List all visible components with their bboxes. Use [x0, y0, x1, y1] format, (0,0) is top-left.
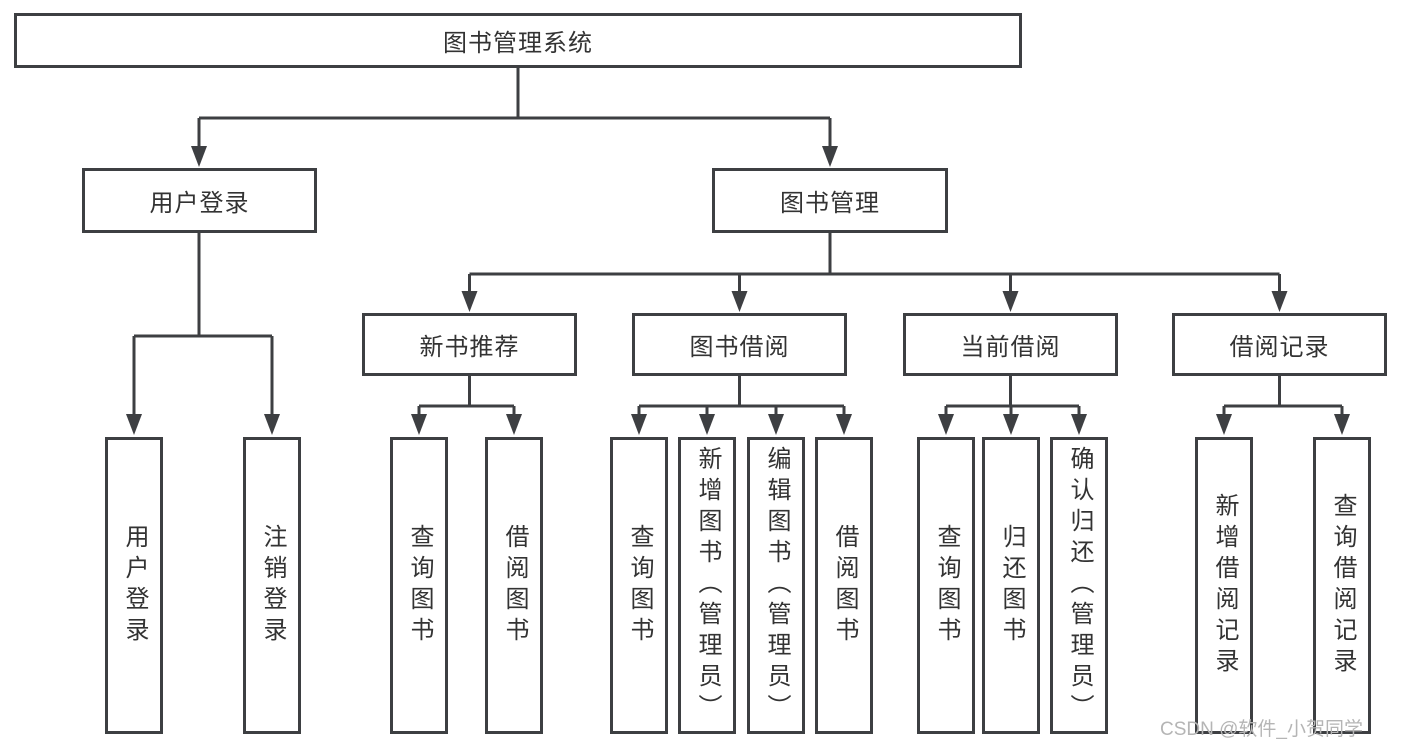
wire-records-to-leaves [1222, 376, 1344, 418]
leaf-user-login: 用户登录 [105, 437, 163, 734]
node-book-borrow: 图书借阅 [632, 313, 847, 376]
connector-lines [132, 68, 1344, 418]
leaf-current-confirm-label: 确认归还（管理员） [1066, 446, 1093, 725]
arrowhead [938, 414, 954, 435]
arrowhead [461, 291, 478, 312]
leaf-current-query-label: 查询图书 [933, 523, 960, 648]
node-borrow-records: 借阅记录 [1172, 313, 1387, 376]
leaf-borrow-query-label: 查询图书 [626, 523, 653, 648]
node-book-mgmt: 图书管理 [712, 168, 948, 233]
leaf-newbooks-borrow: 借阅图书 [485, 437, 543, 734]
arrowhead [768, 414, 784, 435]
leaf-user-login-label: 用户登录 [121, 523, 148, 648]
leaf-records-add: 新增借阅记录 [1195, 437, 1253, 734]
node-user-login: 用户登录 [82, 168, 317, 233]
leaf-current-return-label: 归还图书 [998, 523, 1025, 648]
wire-newbooks-to-leaves [417, 376, 516, 418]
leaf-borrow-edit: 编辑图书（管理员） [747, 437, 805, 734]
arrowhead [126, 414, 142, 435]
leaf-borrow-borrow: 借阅图书 [815, 437, 873, 734]
arrowhead [1334, 414, 1350, 435]
node-root-label: 图书管理系统 [443, 30, 593, 57]
arrowhead [836, 414, 852, 435]
leaf-current-confirm: 确认归还（管理员） [1050, 437, 1108, 734]
arrowhead [191, 146, 207, 167]
leaf-logout-label: 注销登录 [259, 523, 286, 648]
node-root: 图书管理系统 [14, 13, 1022, 68]
leaf-records-add-label: 新增借阅记录 [1211, 492, 1238, 679]
leaf-borrow-borrow-label: 借阅图书 [831, 523, 858, 648]
leaf-newbooks-borrow-label: 借阅图书 [501, 523, 528, 648]
node-book-mgmt-label: 图书管理 [780, 190, 880, 217]
wire-root-to-level2 [197, 68, 832, 148]
leaf-borrow-query: 查询图书 [610, 437, 668, 734]
arrowhead [1003, 414, 1019, 435]
node-new-books-label: 新书推荐 [419, 334, 520, 361]
leaf-borrow-add: 新增图书（管理员） [678, 437, 736, 734]
wire-currentborrow-to-leaves [944, 376, 1081, 418]
arrowhead [1216, 414, 1232, 435]
arrowhead [822, 146, 838, 167]
node-current-borrow: 当前借阅 [903, 313, 1118, 376]
leaf-current-query: 查询图书 [917, 437, 975, 734]
csdn-watermark: CSDN @软件_小贺同学 [1160, 719, 1363, 740]
arrowhead [1271, 291, 1288, 312]
wire-bookmgmt-to-level3 [468, 233, 1281, 294]
arrowhead [1002, 291, 1019, 312]
wire-bookborrow-to-leaves [637, 376, 846, 418]
leaf-newbooks-query-label: 查询图书 [406, 523, 433, 648]
leaf-newbooks-query: 查询图书 [390, 437, 448, 734]
node-borrow-records-label: 借阅记录 [1229, 334, 1330, 361]
leaf-records-query-label: 查询借阅记录 [1329, 492, 1356, 679]
node-user-login-label: 用户登录 [149, 190, 250, 217]
node-new-books: 新书推荐 [362, 313, 577, 376]
leaf-current-return: 归还图书 [982, 437, 1040, 734]
node-book-borrow-label: 图书借阅 [689, 334, 790, 361]
arrowhead [699, 414, 715, 435]
leaf-records-query: 查询借阅记录 [1313, 437, 1371, 734]
arrowheads [126, 146, 1350, 435]
arrowhead [731, 291, 748, 312]
leaf-logout: 注销登录 [243, 437, 301, 734]
arrowhead [411, 414, 427, 435]
node-current-borrow-label: 当前借阅 [960, 334, 1061, 361]
wire-userlogin-to-leaves [132, 233, 274, 418]
arrowhead [264, 414, 280, 435]
leaf-borrow-edit-label: 编辑图书（管理员） [763, 446, 790, 725]
arrowhead [506, 414, 522, 435]
leaf-borrow-add-label: 新增图书（管理员） [694, 446, 721, 725]
arrowhead [631, 414, 647, 435]
arrowhead [1071, 414, 1087, 435]
